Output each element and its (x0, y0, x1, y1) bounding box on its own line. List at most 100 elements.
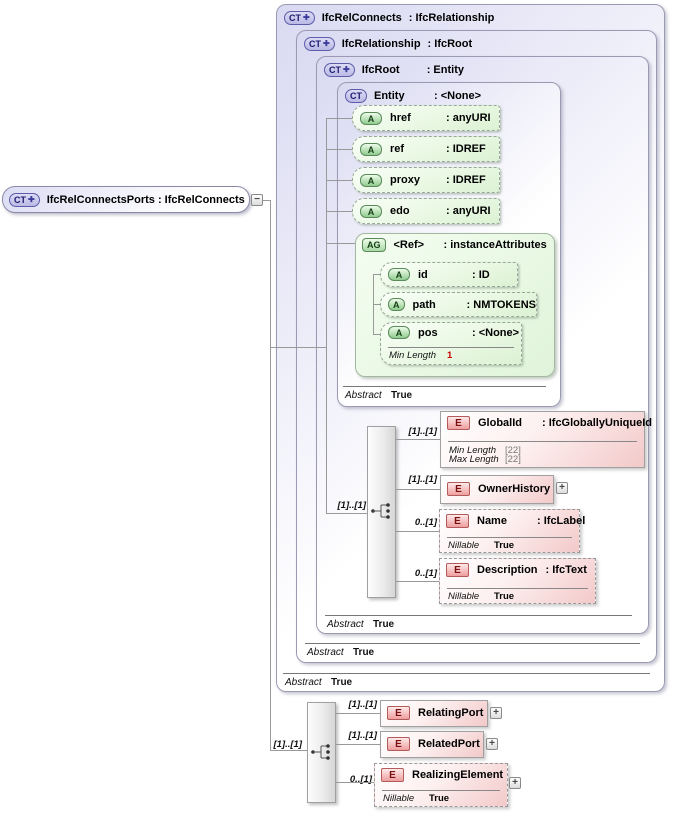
element-badge: E (446, 514, 469, 528)
header-ifcrelationship[interactable]: CT✚ IfcRelationship : IfcRoot (304, 37, 472, 51)
attribute-group-type: : instanceAttributes (443, 239, 547, 251)
ct-badge: CT (345, 89, 367, 103)
connector-line (326, 243, 355, 244)
abstract-facet: Abstract True (305, 643, 640, 658)
attribute-badge: A (360, 142, 382, 156)
facet-separator (447, 537, 572, 538)
connector-line (270, 200, 271, 750)
element-relatingport[interactable]: E RelatingPort (380, 700, 488, 727)
base-type: : Entity (426, 64, 464, 76)
cardinality-label: 0..[1] (414, 568, 437, 579)
attribute-badge: A (388, 326, 410, 339)
connector-line (396, 439, 440, 440)
cardinality-label: [1]..[1] (408, 426, 438, 437)
plus-icon: ✚ (343, 65, 350, 74)
element-relatedport[interactable]: E RelatedPort (380, 731, 484, 758)
connector-line (336, 782, 374, 783)
expand-button[interactable]: + (509, 777, 521, 789)
expand-button[interactable]: + (556, 482, 568, 494)
abstract-facet: Abstract True (283, 673, 650, 688)
connector-line (326, 180, 352, 181)
connector-line (326, 118, 327, 513)
header-ifcrelconnects[interactable]: CT✚ IfcRelConnects : IfcRelationship (284, 11, 494, 25)
cardinality-label: [1]..[1] (273, 739, 303, 750)
cardinality-label: [1]..[1] (348, 699, 378, 710)
connector-line (326, 513, 367, 514)
plus-icon: ✚ (303, 13, 310, 22)
collapse-button[interactable]: − (251, 194, 263, 206)
type-name: Entity (374, 90, 405, 102)
minlength-facet: Min Length [22] (449, 445, 521, 456)
cardinality-label: [1]..[1] (348, 730, 378, 741)
nillable-facet: Nillable True (383, 793, 450, 804)
connector-line (263, 200, 270, 201)
sequence-icon (371, 503, 390, 519)
attribute-type: : IDREF (446, 174, 486, 186)
attribute-type: : IDREF (446, 143, 486, 155)
expand-button[interactable]: + (490, 707, 502, 719)
connector-line (396, 581, 439, 582)
abstract-facet: Abstract True (325, 615, 632, 630)
base-type: : IfcRelationship (408, 12, 495, 24)
connector-line (373, 334, 380, 335)
element-globalid[interactable]: E GlobalId : IfcGloballyUniqueId Min Len… (440, 411, 652, 468)
sequence-icon (311, 744, 330, 760)
facet-separator (448, 441, 637, 442)
nillable-facet: Nillable True (448, 540, 515, 551)
cardinality-label: [1]..[1] (337, 500, 367, 511)
connector-line (336, 744, 380, 745)
plus-icon: ✚ (323, 39, 330, 48)
element-description[interactable]: E Description : IfcText Nillable True (439, 558, 596, 604)
attribute-type: : <None> (472, 326, 520, 339)
root-node-label: IfcRelConnectsPorts : IfcRelConnects (46, 193, 245, 206)
element-badge: E (446, 563, 469, 577)
header-entity[interactable]: CT Entity : <None> (345, 89, 481, 103)
type-name: IfcRelationship (341, 38, 421, 50)
expand-button[interactable]: + (486, 738, 498, 750)
connector-line (373, 304, 380, 305)
element-realizingelement[interactable]: E RealizingElement Nillable True (374, 763, 508, 807)
attribute-group-badge: AG (362, 238, 386, 252)
attribute-badge: A (360, 173, 382, 187)
element-badge: E (381, 768, 404, 782)
cardinality-label: 0..[1] (349, 774, 372, 785)
element-ownerhistory[interactable]: E OwnerHistory (440, 475, 554, 504)
element-type: : IfcLabel (537, 515, 586, 527)
root-node-ifcrelconnectsports[interactable]: CT✚ IfcRelConnectsPorts : IfcRelConnects (2, 186, 250, 213)
attribute-pos[interactable]: A pos : <None> Min Length 1 (380, 322, 522, 365)
connector-line (373, 274, 380, 275)
attribute-href[interactable]: A href : anyURI (352, 105, 500, 131)
facet-separator (382, 790, 500, 791)
element-name[interactable]: E Name : IfcLabel Nillable True (439, 509, 585, 553)
facet-separator (447, 588, 588, 589)
maxlength-facet: Max Length [22] (449, 454, 521, 465)
attribute-ref[interactable]: A ref : IDREF (352, 136, 500, 162)
plus-icon: ✚ (28, 194, 35, 204)
attribute-badge: A (388, 298, 405, 311)
attribute-group-header[interactable]: AG <Ref> : instanceAttributes (362, 238, 547, 252)
attribute-type: : ID (472, 268, 490, 281)
ct-badge: CT✚ (324, 63, 355, 77)
attribute-type: : anyURI (446, 205, 491, 217)
abstract-facet: Abstract True (343, 386, 546, 401)
attribute-edo[interactable]: A edo : anyURI (352, 198, 500, 224)
header-ifcroot[interactable]: CT✚ IfcRoot : Entity (324, 63, 464, 77)
cardinality-label: 0..[1] (414, 517, 437, 528)
connector-line (326, 149, 352, 150)
element-badge: E (387, 706, 410, 720)
attribute-badge: A (388, 268, 410, 281)
ct-badge: CT✚ (304, 37, 335, 51)
element-type: : IfcGloballyUniqueId (542, 417, 653, 429)
connector-line (270, 347, 326, 348)
ct-badge: CT✚ (9, 192, 40, 207)
element-type: : IfcText (545, 564, 587, 576)
attribute-type: : NMTOKENS (466, 298, 536, 311)
attribute-path[interactable]: A path : NMTOKENS (380, 292, 537, 317)
attribute-badge: A (360, 111, 382, 125)
connector-line (270, 750, 307, 751)
attribute-proxy[interactable]: A proxy : IDREF (352, 167, 500, 193)
nillable-facet: Nillable True (448, 591, 515, 602)
element-badge: E (387, 737, 410, 751)
attribute-id[interactable]: A id : ID (380, 262, 518, 287)
